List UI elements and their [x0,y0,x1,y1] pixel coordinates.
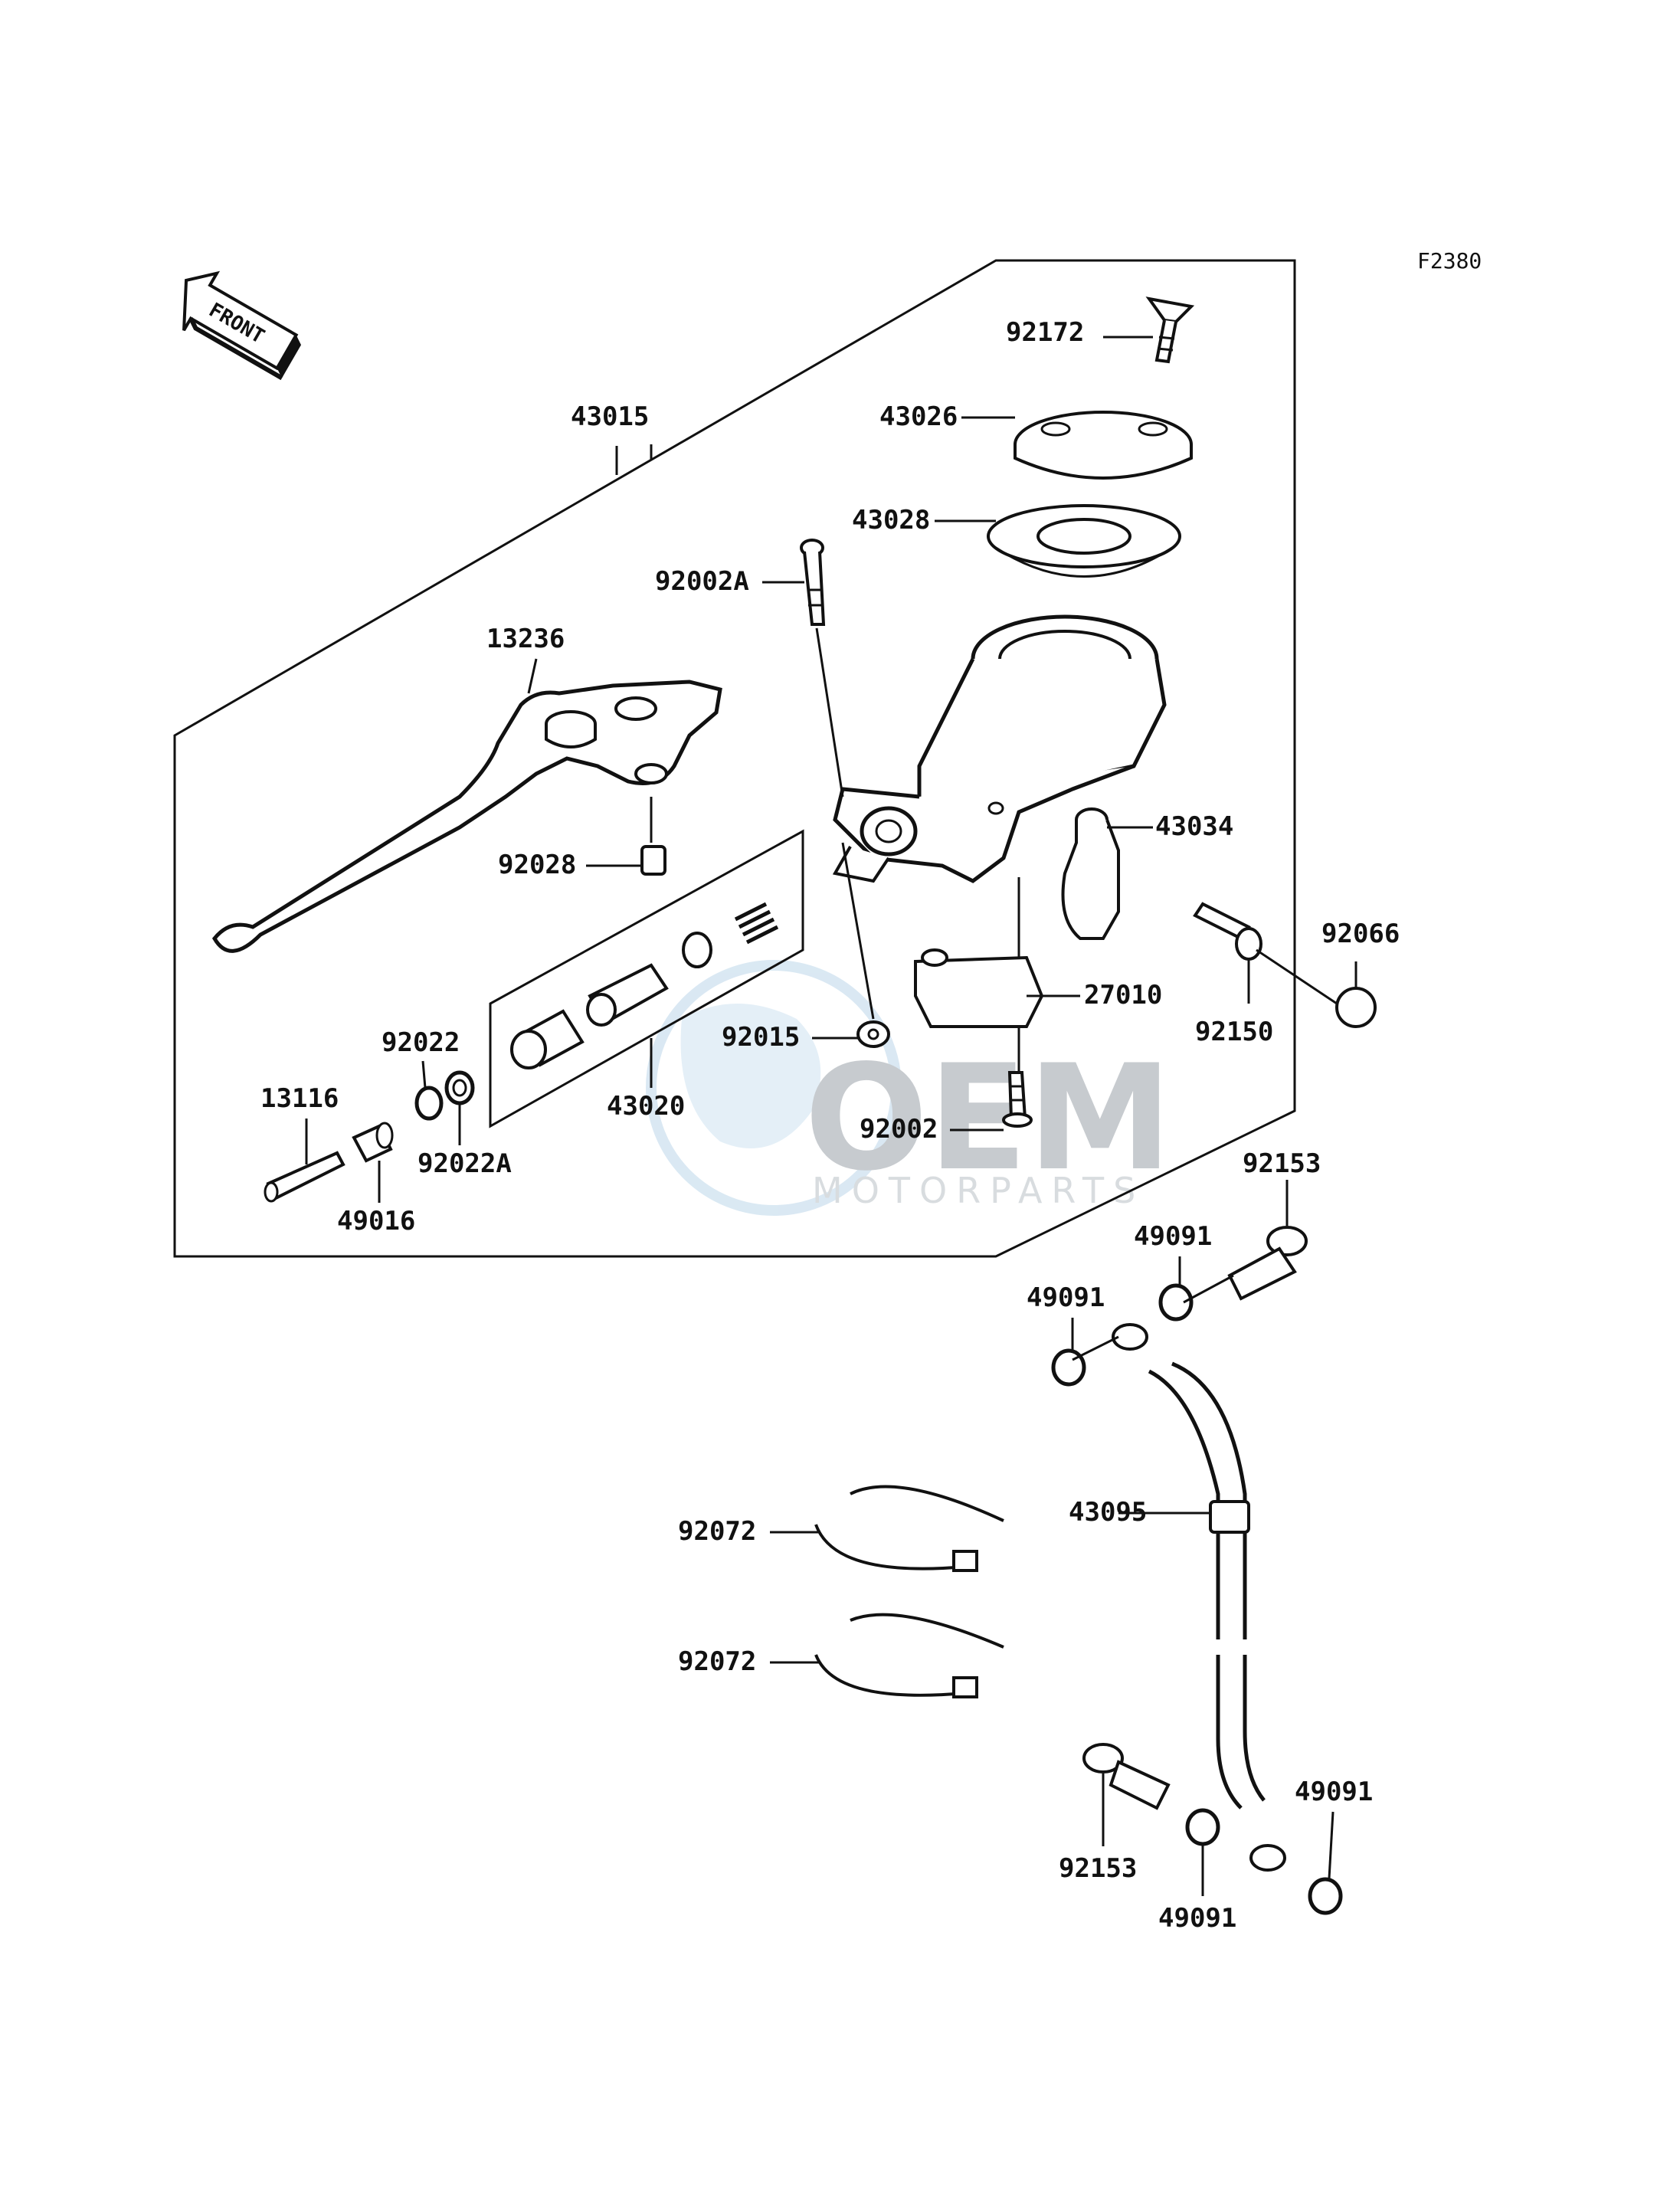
label-92028: 92028 [498,850,576,880]
label-92172: 92172 [1006,317,1084,348]
kit-boundary [173,259,1296,1258]
label-92072-a: 92072 [678,1516,756,1547]
label-49091-d: 49091 [1295,1777,1373,1807]
leader-lines [305,336,1357,1896]
banjo-bolt-bottom [1082,1743,1171,1810]
label-92153-bottom: 92153 [1059,1853,1137,1884]
label-92002A: 92002A [655,566,749,597]
label-49091-a: 49091 [1134,1221,1212,1252]
diagram-code: F2380 [1417,248,1482,273]
cable-tie-1 [814,1485,1004,1572]
clutch-switch [914,948,1044,1028]
label-43026: 43026 [879,401,958,432]
watermark-sub: MOTORPARTS [812,1170,1145,1211]
label-49091-b: 49091 [1027,1282,1105,1313]
label-13236: 13236 [486,624,565,654]
lever-nut [856,1020,890,1048]
label-43020: 43020 [607,1091,685,1122]
copper-washers [1051,1283,1343,1915]
master-cylinder-body [832,614,1167,883]
cable-tie-2 [814,1613,1004,1698]
watermark: OEM MOTORPARTS [646,960,1172,1216]
cap-screw [1145,296,1195,364]
label-92066: 92066 [1321,919,1400,949]
front-arrow-icon: FRONT [182,270,302,381]
label-92002: 92002 [860,1114,938,1145]
piston-parts [510,902,779,1069]
label-92015: 92015 [722,1022,800,1053]
label-49091-c: 49091 [1158,1903,1236,1934]
reservoir-cap [1014,411,1193,480]
label-49016: 49016 [337,1206,415,1236]
label-27010: 27010 [1084,980,1162,1010]
label-92022A: 92022A [418,1148,512,1179]
label-92150: 92150 [1195,1017,1273,1047]
piston-kit-boundary [489,829,804,1128]
label-43034: 43034 [1155,811,1233,842]
diaphragm [987,504,1181,578]
switch-screw [1002,1071,1033,1128]
circlip [414,1086,444,1121]
cover-cap [1335,987,1377,1028]
washer-a [444,1070,475,1105]
banjo-bolt-top [1227,1226,1308,1301]
clutch-hose [1112,1323,1286,1872]
clutch-lever [211,680,722,953]
label-92022: 92022 [382,1027,460,1058]
bushing [352,1122,394,1163]
label-92153-top: 92153 [1243,1148,1321,1179]
label-92072-b: 92072 [678,1646,756,1677]
watermark-brand: OEM [804,1033,1172,1203]
label-43095: 43095 [1069,1497,1147,1528]
clamp-bracket [1061,807,1120,940]
label-13116: 13116 [260,1083,339,1114]
label-43028: 43028 [852,505,930,536]
label-43015: 43015 [571,401,649,432]
pivot-bolt [800,539,826,626]
push-rod [264,1151,345,1203]
adjuster-pin [640,845,666,876]
bracket-bolt [1193,902,1262,961]
